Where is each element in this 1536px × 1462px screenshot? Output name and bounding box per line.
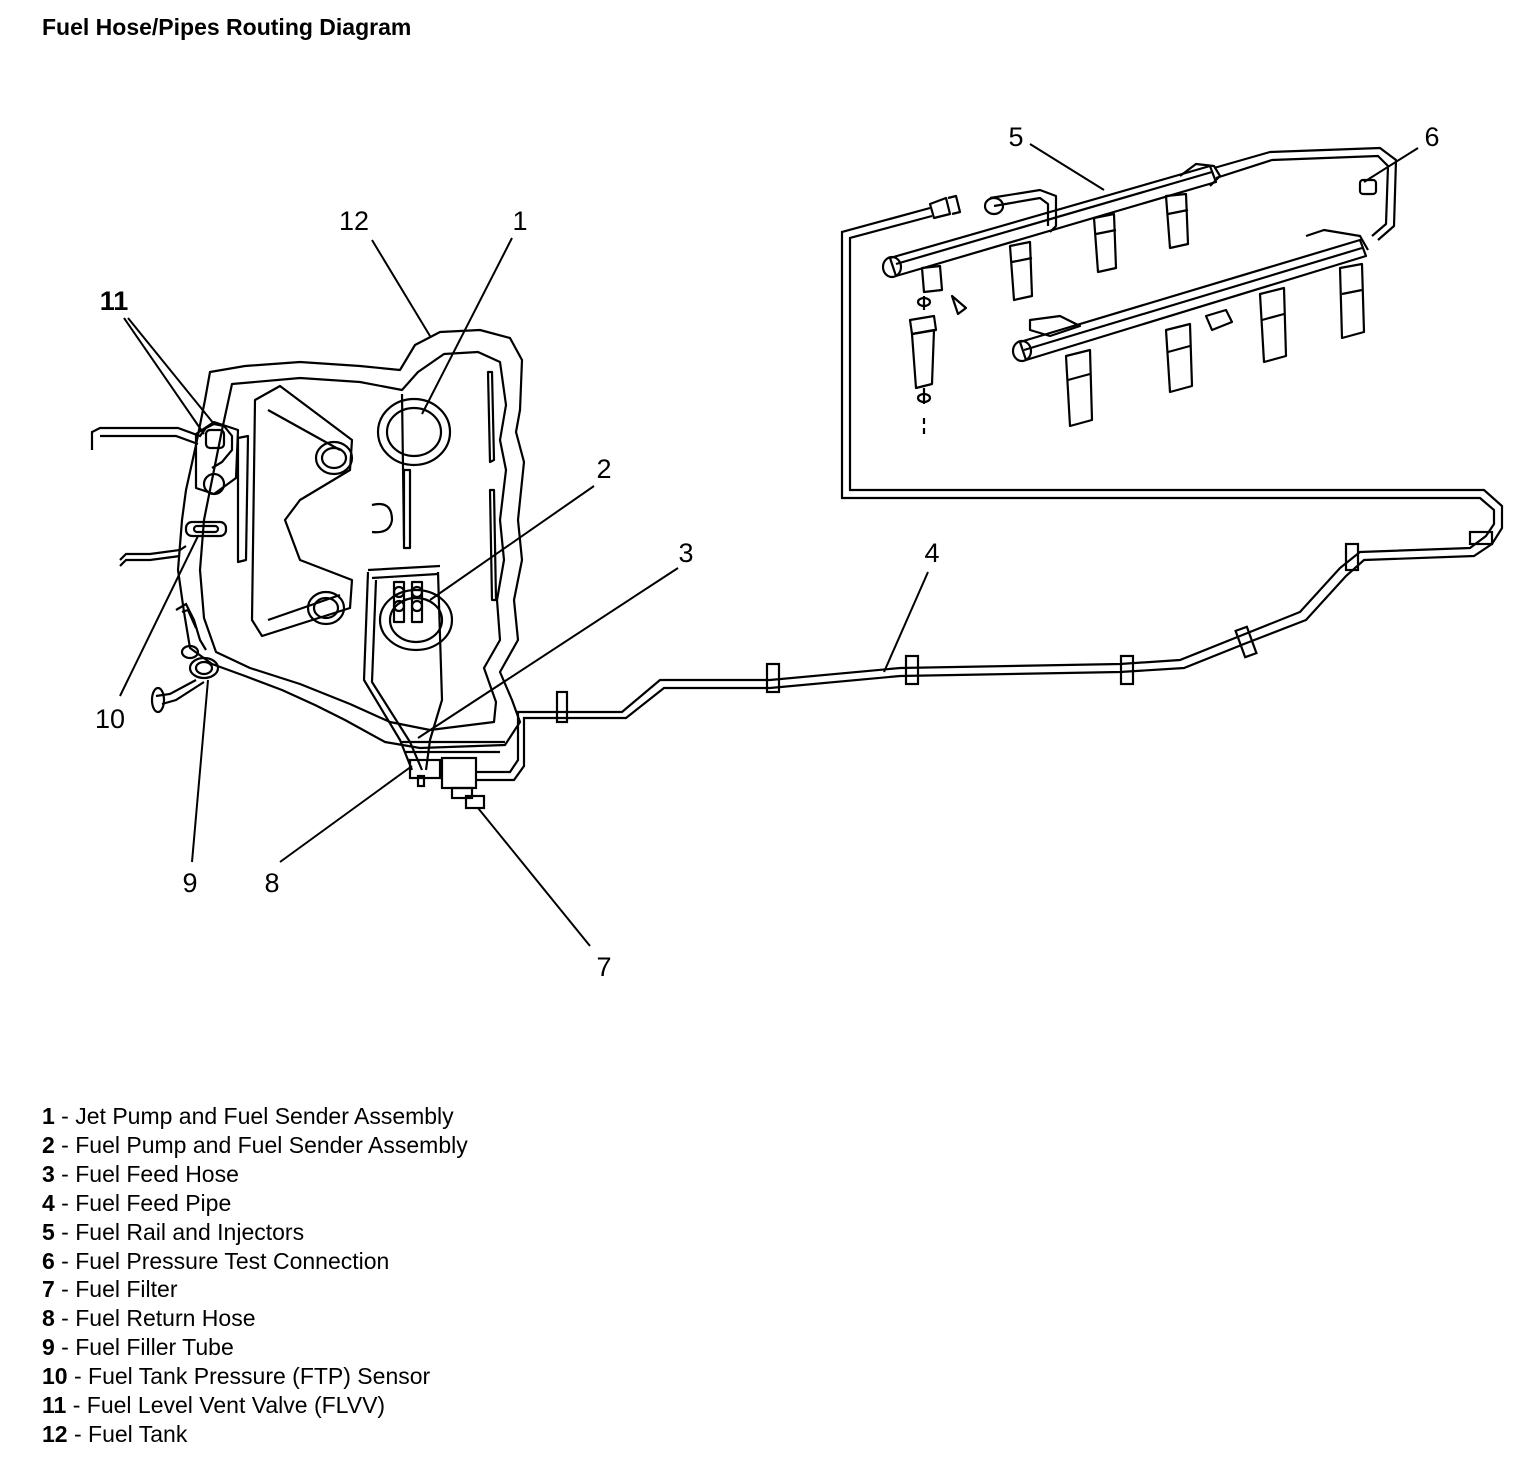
callout-9: 9 — [182, 868, 197, 898]
legend-number: 1 — [42, 1103, 55, 1129]
legend-label: Fuel Tank Pressure (FTP) Sensor — [88, 1363, 431, 1390]
legend-label: Fuel Pressure Test Connection — [75, 1247, 390, 1274]
legend-number: 3 — [42, 1160, 55, 1187]
parts-legend: 1 - Jet Pump and Fuel Sender Assembly 2 … — [42, 1102, 468, 1449]
legend-label: Fuel Pump and Fuel Sender Assembly — [75, 1131, 468, 1158]
legend-number: 6 — [42, 1247, 55, 1274]
legend-separator: - — [67, 1420, 89, 1447]
legend-separator: - — [54, 1103, 76, 1129]
diagram-title: Fuel Hose/Pipes Routing Diagram — [42, 14, 412, 40]
legend-number: 5 — [42, 1218, 55, 1245]
legend-item: 10 - Fuel Tank Pressure (FTP) Sensor — [42, 1362, 468, 1391]
legend-number: 4 — [42, 1189, 55, 1216]
legend-number: 10 — [42, 1363, 68, 1390]
legend-number: 8 — [42, 1305, 55, 1332]
legend-separator: - — [54, 1305, 76, 1332]
callout-2: 2 — [596, 454, 611, 484]
callout-8: 8 — [264, 868, 279, 898]
legend-item: 8 - Fuel Return Hose — [42, 1304, 468, 1333]
legend-label: Fuel Feed Pipe — [75, 1189, 232, 1216]
legend-label: Fuel Level Vent Valve (FLVV) — [86, 1392, 386, 1419]
legend-number: 9 — [42, 1334, 55, 1361]
legend-separator: - — [54, 1334, 76, 1361]
vent-lines — [90, 422, 234, 567]
fuel-feed-pipe — [536, 206, 1504, 724]
legend-number: 12 — [42, 1420, 68, 1447]
legend-separator: - — [54, 1131, 76, 1158]
filler-tube — [150, 602, 220, 714]
legend-separator: - — [54, 1218, 76, 1245]
callout-4: 4 — [924, 538, 939, 568]
callout-1: 1 — [512, 206, 527, 236]
callout-3: 3 — [678, 538, 693, 568]
callout-12: 12 — [339, 206, 369, 236]
legend-separator: - — [54, 1189, 76, 1216]
legend-label: Fuel Filter — [75, 1276, 178, 1303]
fuel-rail-assembly — [881, 146, 1398, 436]
legend-item: 9 - Fuel Filler Tube — [42, 1333, 468, 1362]
legend-number: 2 — [42, 1131, 55, 1158]
legend-item: 2 - Fuel Pump and Fuel Sender Assembly — [42, 1131, 468, 1160]
fuel-filter — [408, 710, 536, 810]
legend-item: 6 - Fuel Pressure Test Connection — [42, 1247, 468, 1276]
callout-6: 6 — [1424, 122, 1439, 152]
legend-item: 1 - Jet Pump and Fuel Sender Assembly — [42, 1102, 468, 1131]
legend-separator: - — [67, 1363, 89, 1390]
legend-number: 7 — [42, 1276, 55, 1303]
legend-label: Fuel Return Hose — [75, 1305, 256, 1332]
legend-separator: - — [54, 1247, 76, 1274]
legend-separator: - — [66, 1392, 87, 1419]
legend-item: 7 - Fuel Filter — [42, 1275, 468, 1304]
callout-11: 11 — [100, 286, 129, 316]
legend-label: Fuel Rail and Injectors — [75, 1218, 305, 1245]
leader-lines — [119, 143, 1419, 947]
legend-number: 11 — [42, 1392, 67, 1419]
callout-5: 5 — [1008, 122, 1023, 152]
callout-numbers: 1 2 3 4 5 6 7 8 9 10 11 12 — [95, 122, 1440, 982]
legend-item: 4 - Fuel Feed Pipe — [42, 1189, 468, 1218]
legend-item: 3 - Fuel Feed Hose — [42, 1160, 468, 1189]
legend-separator: - — [54, 1160, 76, 1187]
legend-label: Fuel Tank — [88, 1420, 188, 1447]
legend-label: Fuel Feed Hose — [75, 1160, 239, 1187]
legend-item: 5 - Fuel Rail and Injectors — [42, 1218, 468, 1247]
legend-item: 12 - Fuel Tank — [42, 1420, 468, 1449]
callout-7: 7 — [596, 952, 611, 982]
legend-label: Jet Pump and Fuel Sender Assembly — [75, 1103, 454, 1129]
legend-label: Fuel Filler Tube — [75, 1334, 234, 1361]
callout-10: 10 — [95, 704, 125, 734]
fuel-tank — [176, 328, 526, 771]
exploded-injector — [908, 294, 968, 436]
legend-separator: - — [54, 1276, 76, 1303]
legend-item: 11 - Fuel Level Vent Valve (FLVV) — [42, 1391, 468, 1420]
fuel-routing-diagram: 1 2 3 4 5 6 7 8 9 10 11 12 — [90, 122, 1504, 982]
